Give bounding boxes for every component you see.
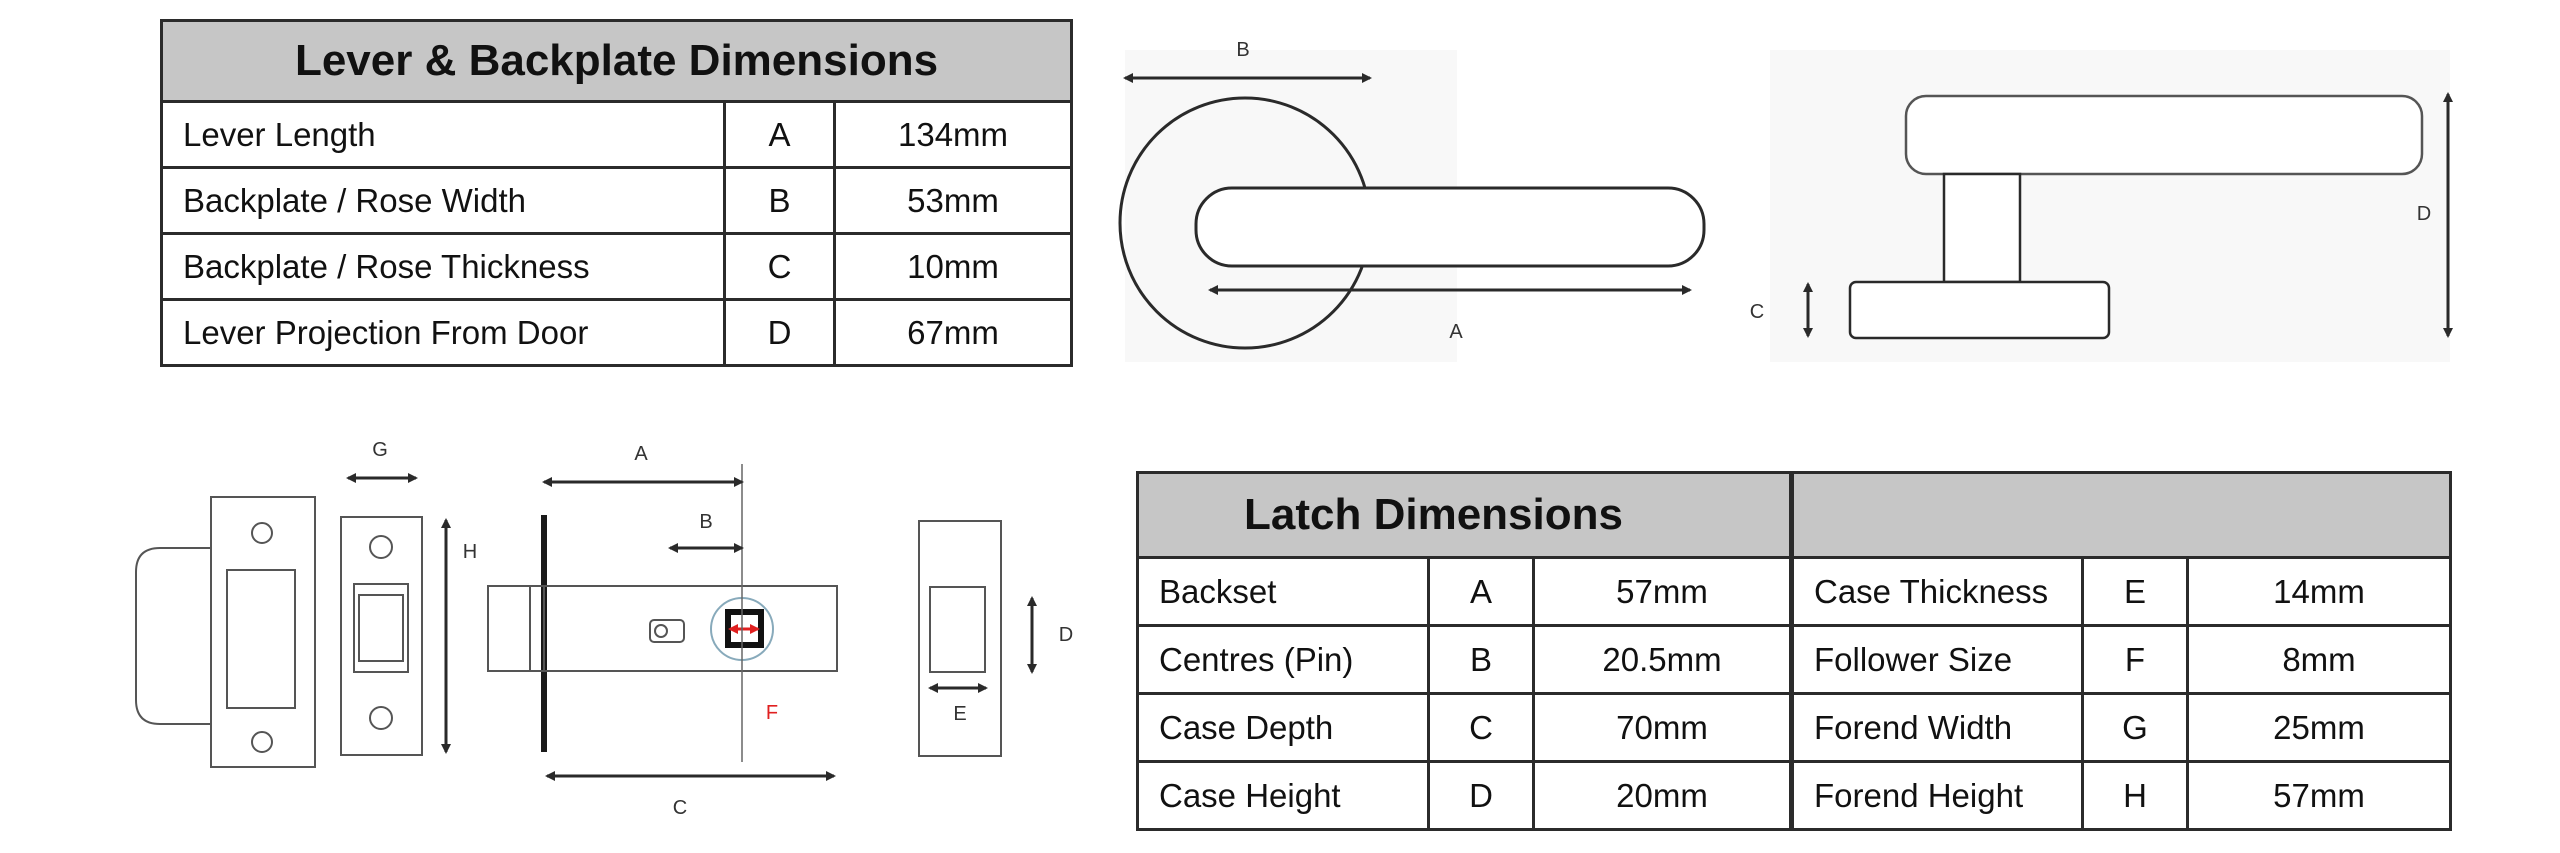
latch-table-header: Latch Dimensions: [1136, 471, 2453, 559]
table-row: Backplate / Rose Width B 53mm: [160, 166, 1074, 235]
dimension-g-label: G: [372, 439, 388, 461]
latch-drawing: G H A B F C E D: [135, 439, 1073, 819]
dimension-a-label: A: [1449, 321, 1463, 343]
dimension-value: 10mm: [832, 232, 1074, 301]
table-row: Case Height D 20mm Forend Height H 57mm: [1136, 760, 2453, 831]
dimension-label: Centres (Pin): [1136, 624, 1430, 695]
forend-screw-hole-top: [369, 535, 393, 559]
strike-screw-hole-top: [251, 522, 273, 544]
latch-case-side: [543, 585, 838, 672]
dimension-label: Lever Length: [160, 100, 726, 169]
latch-bolt-inner: [358, 594, 404, 662]
dimension-value: 20.5mm: [1532, 624, 1793, 695]
backplate-outline: [1848, 280, 2111, 340]
dimension-value: 67mm: [832, 298, 1074, 367]
dimension-code: D: [1427, 760, 1535, 831]
dimension-c-label: C: [1750, 301, 1764, 323]
table-row: Backplate / Rose Thickness C 10mm: [160, 232, 1074, 301]
lever-dimensions-table: Lever & Backplate Dimensions Lever Lengt…: [159, 19, 1074, 367]
dimension-label: Backplate / Rose Width: [160, 166, 726, 235]
lever-neck-outline: [1942, 172, 2022, 284]
dimension-code: D: [723, 298, 836, 367]
forend-screw-hole-bottom: [369, 706, 393, 730]
dimension-code: C: [1427, 692, 1535, 763]
lever-front-view: B A: [1118, 39, 1706, 362]
dimension-code: B: [723, 166, 836, 235]
latch-table-title-right: [1788, 471, 2453, 559]
strike-plate: [210, 496, 316, 768]
table-row: Backset A 57mm Case Thickness E 14mm: [1136, 556, 2453, 627]
strike-plate-lip: [135, 547, 211, 725]
dimension-b-label: B: [1236, 39, 1249, 61]
dimension-code: H: [2081, 760, 2189, 831]
dimension-label: Lever Projection From Door: [160, 298, 726, 367]
dimension-code: B: [1427, 624, 1535, 695]
dimension-value: 25mm: [2185, 692, 2453, 763]
dimension-code: F: [2081, 624, 2189, 695]
dimension-code: A: [723, 100, 836, 169]
strike-opening: [226, 569, 296, 709]
dimension-code: G: [2081, 692, 2189, 763]
latch-end-plate: [918, 520, 1002, 757]
dimension-label: Backplate / Rose Thickness: [160, 232, 726, 301]
dimension-f-label: F: [766, 702, 778, 724]
lever-table-header: Lever & Backplate Dimensions: [159, 19, 1074, 103]
table-row: Centres (Pin) B 20.5mm Follower Size F 8…: [1136, 624, 2453, 695]
lever-bar-outline: [1904, 94, 2424, 176]
dimension-value: 134mm: [832, 100, 1074, 169]
dimension-value: 14mm: [2185, 556, 2453, 627]
strike-screw-hole-bottom: [251, 731, 273, 753]
dimension-value: 20mm: [1532, 760, 1793, 831]
lever-handle-outline: [1194, 186, 1706, 268]
dimension-c-label: C: [673, 797, 687, 819]
latch-dimensions-table: Latch Dimensions Backset A 57mm Case Thi…: [1136, 471, 2453, 831]
lever-side-view: C D: [1750, 50, 2453, 362]
dimension-label: Forend Height: [1789, 760, 2084, 831]
latch-table-title: Latch Dimensions: [1136, 471, 1793, 559]
dimension-label: Case Height: [1136, 760, 1430, 831]
dimension-h-label: H: [463, 541, 477, 563]
table-row: Lever Projection From Door D 67mm: [160, 298, 1074, 367]
dimension-label: Case Depth: [1136, 692, 1430, 763]
dimension-code: C: [723, 232, 836, 301]
dimension-code: E: [2081, 556, 2189, 627]
dimension-label: Backset: [1136, 556, 1430, 627]
dimension-label: Follower Size: [1789, 624, 2084, 695]
dimension-value: 57mm: [1532, 556, 1793, 627]
dimension-e-label: E: [953, 703, 966, 725]
dimension-label: Forend Width: [1789, 692, 2084, 763]
dimension-value: 8mm: [2185, 624, 2453, 695]
latch-end-case: [929, 586, 986, 673]
latch-slot: [649, 619, 685, 643]
table-row: Case Depth C 70mm Forend Width G 25mm: [1136, 692, 2453, 763]
dimension-d-label: D: [1059, 624, 1073, 646]
forend-plate: [340, 516, 423, 756]
table-row: Lever Length A 134mm: [160, 100, 1074, 169]
latch-bolt-side: [487, 585, 545, 672]
dimension-code: A: [1427, 556, 1535, 627]
dimension-a-label: A: [634, 443, 648, 465]
latch-bolt-face: [353, 583, 409, 673]
dimension-value: 57mm: [2185, 760, 2453, 831]
dimension-label: Case Thickness: [1789, 556, 2084, 627]
lever-table-title: Lever & Backplate Dimensions: [159, 19, 1074, 103]
dimension-value: 53mm: [832, 166, 1074, 235]
latch-slot-pin: [654, 624, 668, 638]
dimension-d-label: D: [2417, 203, 2431, 225]
dimension-value: 70mm: [1532, 692, 1793, 763]
dimension-b-label: B: [699, 511, 712, 533]
